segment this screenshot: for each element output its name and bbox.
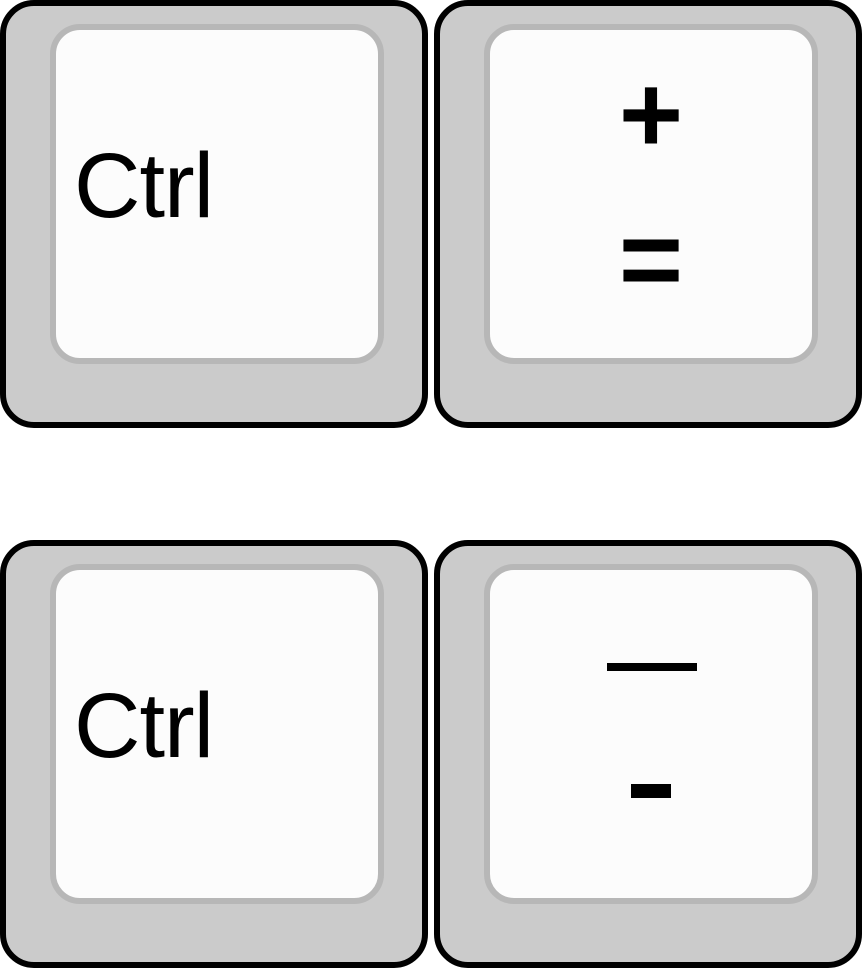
underscore-glyph [607,663,697,671]
minus-underscore-key[interactable] [434,540,862,968]
plus-label: + [618,53,684,176]
ctrl-label: Ctrl [74,135,214,237]
keycap-face [484,564,818,904]
minus-glyph [631,784,671,798]
keycap-face: Ctrl [50,24,384,364]
ctrl-key-bottom-row[interactable]: Ctrl [0,540,428,968]
keycap-face: + = [484,24,818,364]
ctrl-label: Ctrl [74,675,214,777]
equal-label: = [618,198,684,321]
plus-equal-key[interactable]: + = [434,0,862,428]
keycap-face: Ctrl [50,564,384,904]
ctrl-key-top-row[interactable]: Ctrl [0,0,428,428]
